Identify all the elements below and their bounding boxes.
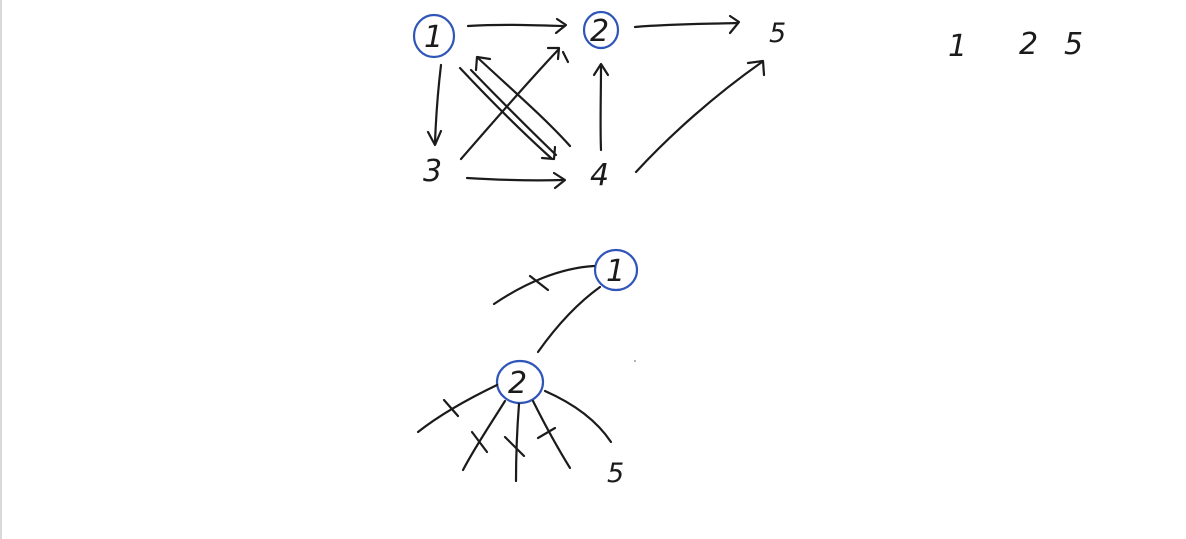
result-item-2: 2 (1019, 27, 1038, 62)
graph-edge-4-to-5 (634, 59, 766, 174)
graph-node-3-label: 3 (423, 154, 442, 189)
stray-dot (634, 360, 636, 362)
tree-node-1-circle (593, 248, 639, 292)
tree-pruned-branch-2d (531, 399, 572, 470)
tree-node-5-label: 5 (607, 458, 624, 489)
graph-node-4-label: 4 (590, 158, 609, 193)
tree-pruned-branch-1 (492, 264, 596, 306)
graph-node-1-circle (412, 13, 456, 59)
result-item-5: 5 (1064, 27, 1083, 62)
tree-node-1-label: 1 (606, 254, 625, 289)
tree-node-2-circle (495, 359, 545, 405)
graph-edge-1-to-2 (466, 17, 568, 35)
result-sequence: 1 2 5 (948, 27, 1083, 64)
tree-node-2-label: 2 (508, 366, 527, 401)
graph-edge-4-to-1 (474, 55, 572, 148)
result-item-1: 1 (948, 29, 967, 64)
graph-node-1-label: 1 (424, 20, 443, 55)
tree-pruned-branch-2c (503, 402, 526, 483)
graph-edge-3-to-4 (465, 171, 567, 190)
graph-edge-1-to-4 (458, 66, 558, 161)
tree-branch-2-to-5 (543, 389, 613, 444)
graph-node-2-label: 2 (590, 14, 609, 49)
graph-node-2-circle (582, 10, 620, 50)
graph-node-1: 1 (412, 13, 456, 59)
graph-edge-3-to-2 (459, 46, 570, 161)
search-tree: 1 2 5 (416, 248, 639, 489)
tree-branch-1-to-2 (536, 285, 602, 354)
graph-edge-4-to-2 (592, 62, 610, 152)
graph-edge-1-to-3 (426, 63, 443, 147)
directed-graph: 1 2 5 3 4 (412, 10, 786, 193)
tree-node-2: 2 (495, 359, 545, 405)
left-edge-rule (0, 0, 2, 539)
graph-node-5-label: 5 (769, 18, 786, 49)
tree-pruned-branch-2a (416, 383, 499, 434)
tree-node-1: 1 (593, 248, 639, 292)
tree-pruned-branch-2b (461, 399, 507, 472)
graph-edge-2-to-5 (633, 14, 741, 35)
graph-node-2: 2 (582, 10, 620, 50)
